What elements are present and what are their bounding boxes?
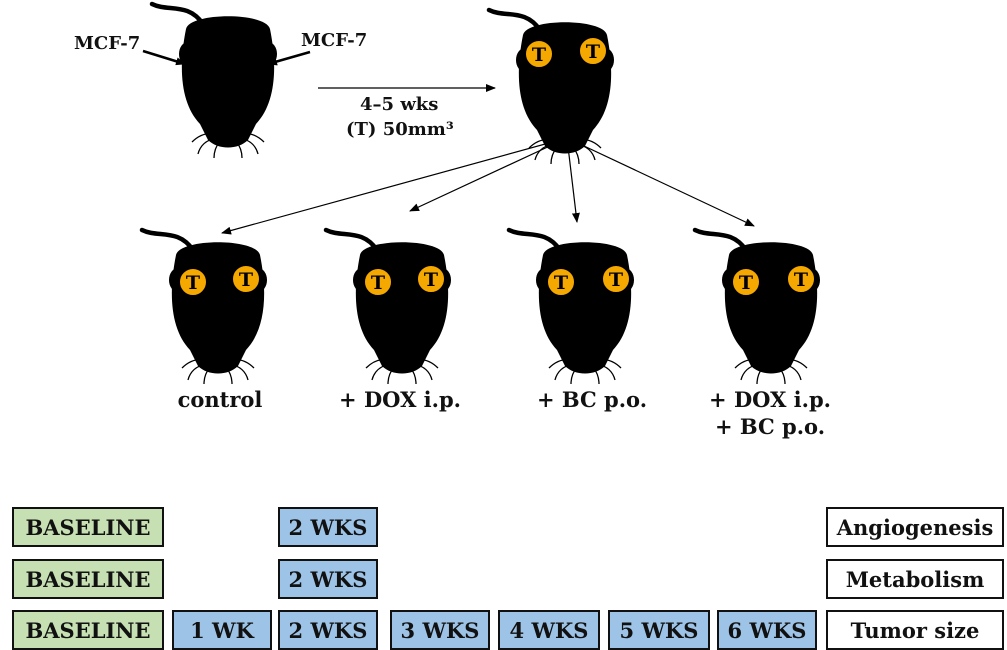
tumor-marker-label: T bbox=[239, 269, 253, 291]
timepoint-cell: 6 WKS bbox=[717, 610, 817, 650]
tumor-marker: T bbox=[363, 267, 393, 297]
timepoint-cell: 4 WKS bbox=[498, 610, 600, 650]
tumor-marker-label: T bbox=[586, 41, 600, 63]
tumor-marker: T bbox=[416, 264, 446, 294]
tumor-marker: T bbox=[786, 264, 816, 294]
tumor-marker: T bbox=[578, 36, 608, 66]
tumor-marker-label: T bbox=[532, 44, 546, 66]
measurement-label: Metabolism bbox=[826, 559, 1004, 599]
tumor-volume: (T) 50mm³ bbox=[346, 119, 454, 140]
tumor-marker: T bbox=[731, 267, 761, 297]
group-label-control: control bbox=[177, 387, 263, 412]
group-label-combo-line1: + DOX i.p. bbox=[709, 387, 831, 412]
tumor-marker: T bbox=[231, 264, 261, 294]
timepoint-cell: 2 WKS bbox=[278, 507, 378, 547]
growth-duration: 4–5 wks bbox=[360, 94, 439, 115]
tumor-marker-label: T bbox=[371, 272, 385, 294]
injection-arrow-left bbox=[142, 49, 186, 66]
timepoint-cell: 1 WK bbox=[172, 610, 272, 650]
tumor-marker: T bbox=[601, 264, 631, 294]
injection-arrow-right bbox=[267, 50, 311, 66]
baseline-cell: BASELINE bbox=[12, 507, 164, 547]
mouse-tumor-bearing bbox=[489, 10, 614, 164]
tumor-marker-label: T bbox=[609, 269, 623, 291]
baseline-cell: BASELINE bbox=[12, 559, 164, 599]
mouse-dox-bc bbox=[695, 230, 820, 384]
mouse-control bbox=[142, 230, 267, 384]
mouse-dox bbox=[326, 230, 451, 384]
injection-label-left: MCF-7 bbox=[74, 33, 141, 54]
mouse-untreated bbox=[152, 4, 277, 158]
group-label-bc: + BC p.o. bbox=[536, 387, 647, 412]
tumor-marker: T bbox=[546, 267, 576, 297]
timepoint-cell: 5 WKS bbox=[608, 610, 710, 650]
injection-label-right: MCF-7 bbox=[301, 30, 368, 51]
tumor-marker-label: T bbox=[186, 272, 200, 294]
tumor-marker: T bbox=[178, 267, 208, 297]
baseline-cell: BASELINE bbox=[12, 610, 164, 650]
experiment-diagram: T T T T T T T T T T bbox=[0, 0, 1007, 460]
group-label-dox: + DOX i.p. bbox=[339, 387, 461, 412]
timepoint-cell: 3 WKS bbox=[390, 610, 490, 650]
tumor-marker: T bbox=[524, 39, 554, 69]
tumor-marker-label: T bbox=[739, 272, 753, 294]
tumor-marker-label: T bbox=[794, 269, 808, 291]
measurement-label: Tumor size bbox=[826, 610, 1004, 650]
measurement-label: Angiogenesis bbox=[826, 507, 1004, 547]
timepoint-cell: 2 WKS bbox=[278, 559, 378, 599]
mouse-bc bbox=[509, 230, 634, 384]
timepoint-cell: 2 WKS bbox=[278, 610, 378, 650]
tumor-marker-label: T bbox=[424, 269, 438, 291]
group-label-combo-line2: + BC p.o. bbox=[714, 414, 825, 439]
tumor-marker-label: T bbox=[554, 272, 568, 294]
branch-arrows bbox=[221, 137, 755, 235]
